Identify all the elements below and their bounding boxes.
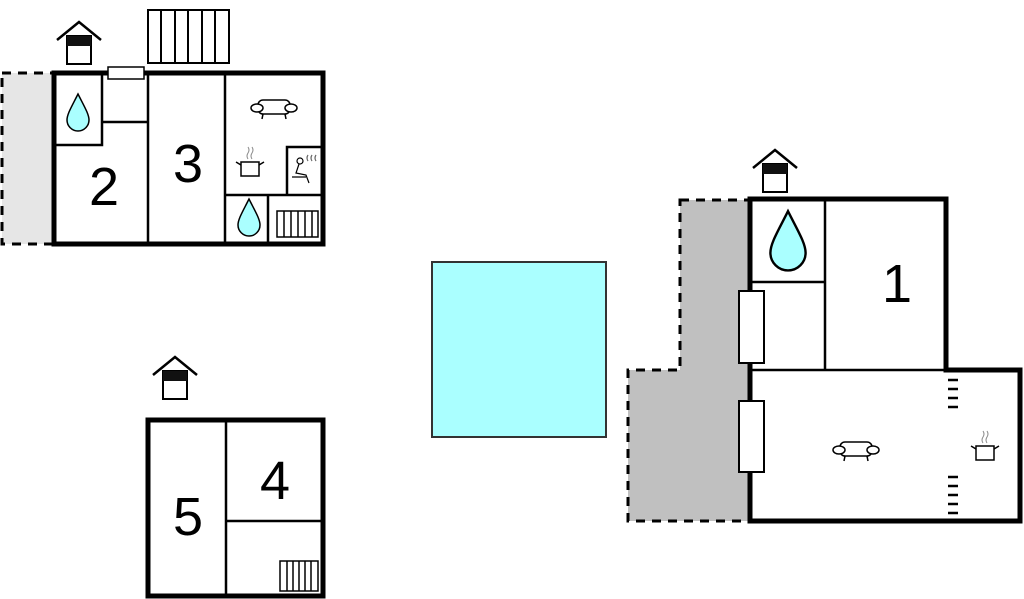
terrace-right [626, 198, 752, 523]
cooking-pot-icon [235, 146, 265, 177]
house-entrance-icon [751, 148, 799, 194]
room-number-4: 4 [260, 451, 290, 511]
building-rooms-2-3: 2 3 [0, 9, 326, 247]
radiator-icon [279, 560, 319, 592]
house-entrance-icon [55, 20, 103, 66]
sofa-icon [250, 99, 298, 120]
room-number-5: 5 [173, 487, 203, 547]
water-drop-icon [66, 93, 90, 132]
building-room-1: 1 [626, 148, 1023, 524]
room-number-1: 1 [882, 254, 912, 314]
cooking-pot-icon [970, 430, 1000, 461]
water-drop-icon [237, 198, 261, 237]
sliding-door-marks [948, 378, 958, 515]
radiator-icon [276, 210, 319, 238]
terrace-left [0, 71, 56, 246]
window-icon [107, 66, 145, 80]
room-number-3: 3 [173, 134, 203, 194]
building-rooms-4-5: 5 4 [145, 355, 326, 599]
stairs-icon [147, 9, 230, 64]
water-drop-icon [769, 209, 807, 272]
window-icon [738, 400, 765, 473]
house-entrance-icon [151, 355, 199, 401]
window-icon [738, 290, 765, 364]
sauna-icon [292, 154, 317, 184]
room-number-2: 2 [89, 157, 119, 217]
swimming-pool [431, 261, 607, 438]
sofa-icon [832, 441, 880, 462]
